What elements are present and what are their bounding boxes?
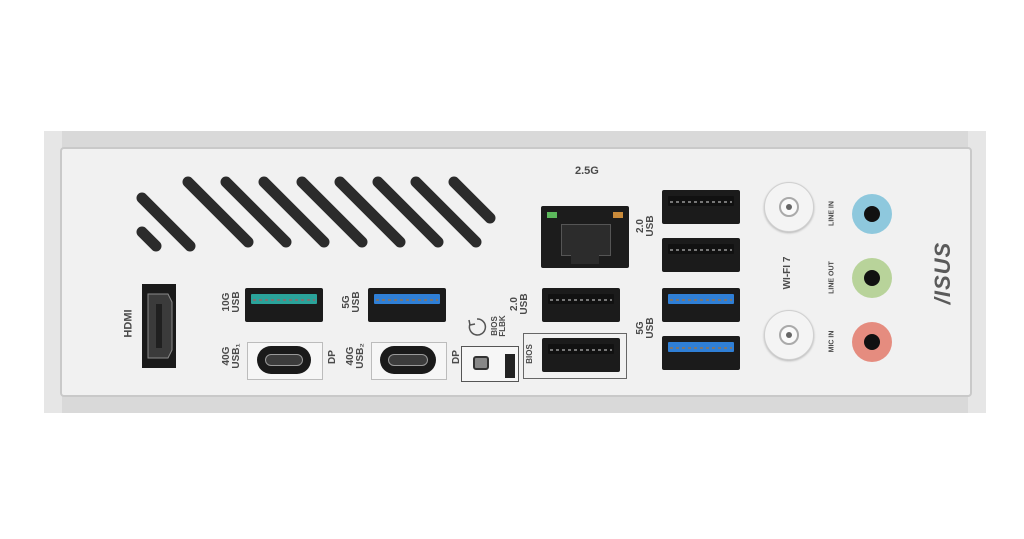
usb-5g-right-port-2[interactable] xyxy=(662,336,740,370)
usb4-2-port[interactable] xyxy=(380,346,436,374)
hdmi-label: HDMI xyxy=(122,309,135,338)
usb4-1-label: 40G USB₁ xyxy=(221,343,242,369)
bios-flbk-switch[interactable] xyxy=(505,354,515,378)
usb-5g-right-port-1[interactable] xyxy=(662,288,740,322)
mic-in-jack[interactable] xyxy=(852,322,892,362)
usb2-mid-port[interactable] xyxy=(542,288,620,322)
lan-led-green xyxy=(547,212,557,218)
bracket-right-edge xyxy=(968,131,986,413)
usb-10g-label: 10G USB xyxy=(221,291,242,313)
usb4-1-port[interactable] xyxy=(257,346,311,374)
mic-in-label: MIC IN xyxy=(828,330,836,353)
lan-led-amber xyxy=(613,212,623,218)
usb-5g-left-port[interactable] xyxy=(368,288,446,322)
usb-5g-right-label: 5G USB xyxy=(635,317,656,339)
bios-usb-label: BIOS xyxy=(524,344,534,364)
wifi-antenna-1[interactable] xyxy=(764,182,814,232)
usb2-top-port-2[interactable] xyxy=(662,238,740,272)
vent-slots xyxy=(136,176,496,252)
usb-5g-left-label: 5G USB xyxy=(341,291,362,313)
lan-port[interactable] xyxy=(541,206,629,268)
asus-logo: /ISUS xyxy=(930,241,956,305)
usb4-2-label: 40G USB₂ xyxy=(345,343,366,369)
lan-socket xyxy=(561,224,611,256)
usb2-top-label: 2.0 USB xyxy=(635,215,656,237)
usb2-mid-label: 2.0 USB xyxy=(509,293,530,315)
lan-latch xyxy=(571,254,599,264)
bios-flbk-icon xyxy=(468,318,487,336)
dp-1-label: DP xyxy=(326,350,338,364)
line-out-label: LINE OUT xyxy=(828,261,836,294)
wifi-antenna-2[interactable] xyxy=(764,310,814,360)
bios-usb-frame xyxy=(523,333,627,379)
usb-10g-port[interactable] xyxy=(245,288,323,322)
wifi-label: WI-FI 7 xyxy=(782,256,793,290)
bios-usb-port[interactable] xyxy=(542,338,620,372)
line-out-jack[interactable] xyxy=(852,258,892,298)
bios-flbk-button[interactable] xyxy=(473,356,489,370)
bios-flbk-label: BIOS FLBK xyxy=(490,315,507,337)
hdmi-port[interactable] xyxy=(138,280,180,372)
lan-label: 2.5G xyxy=(575,165,599,177)
usb2-top-port-1[interactable] xyxy=(662,190,740,224)
line-in-jack[interactable] xyxy=(852,194,892,234)
bracket-left-edge xyxy=(44,131,62,413)
line-in-label: LINE IN xyxy=(828,201,836,226)
